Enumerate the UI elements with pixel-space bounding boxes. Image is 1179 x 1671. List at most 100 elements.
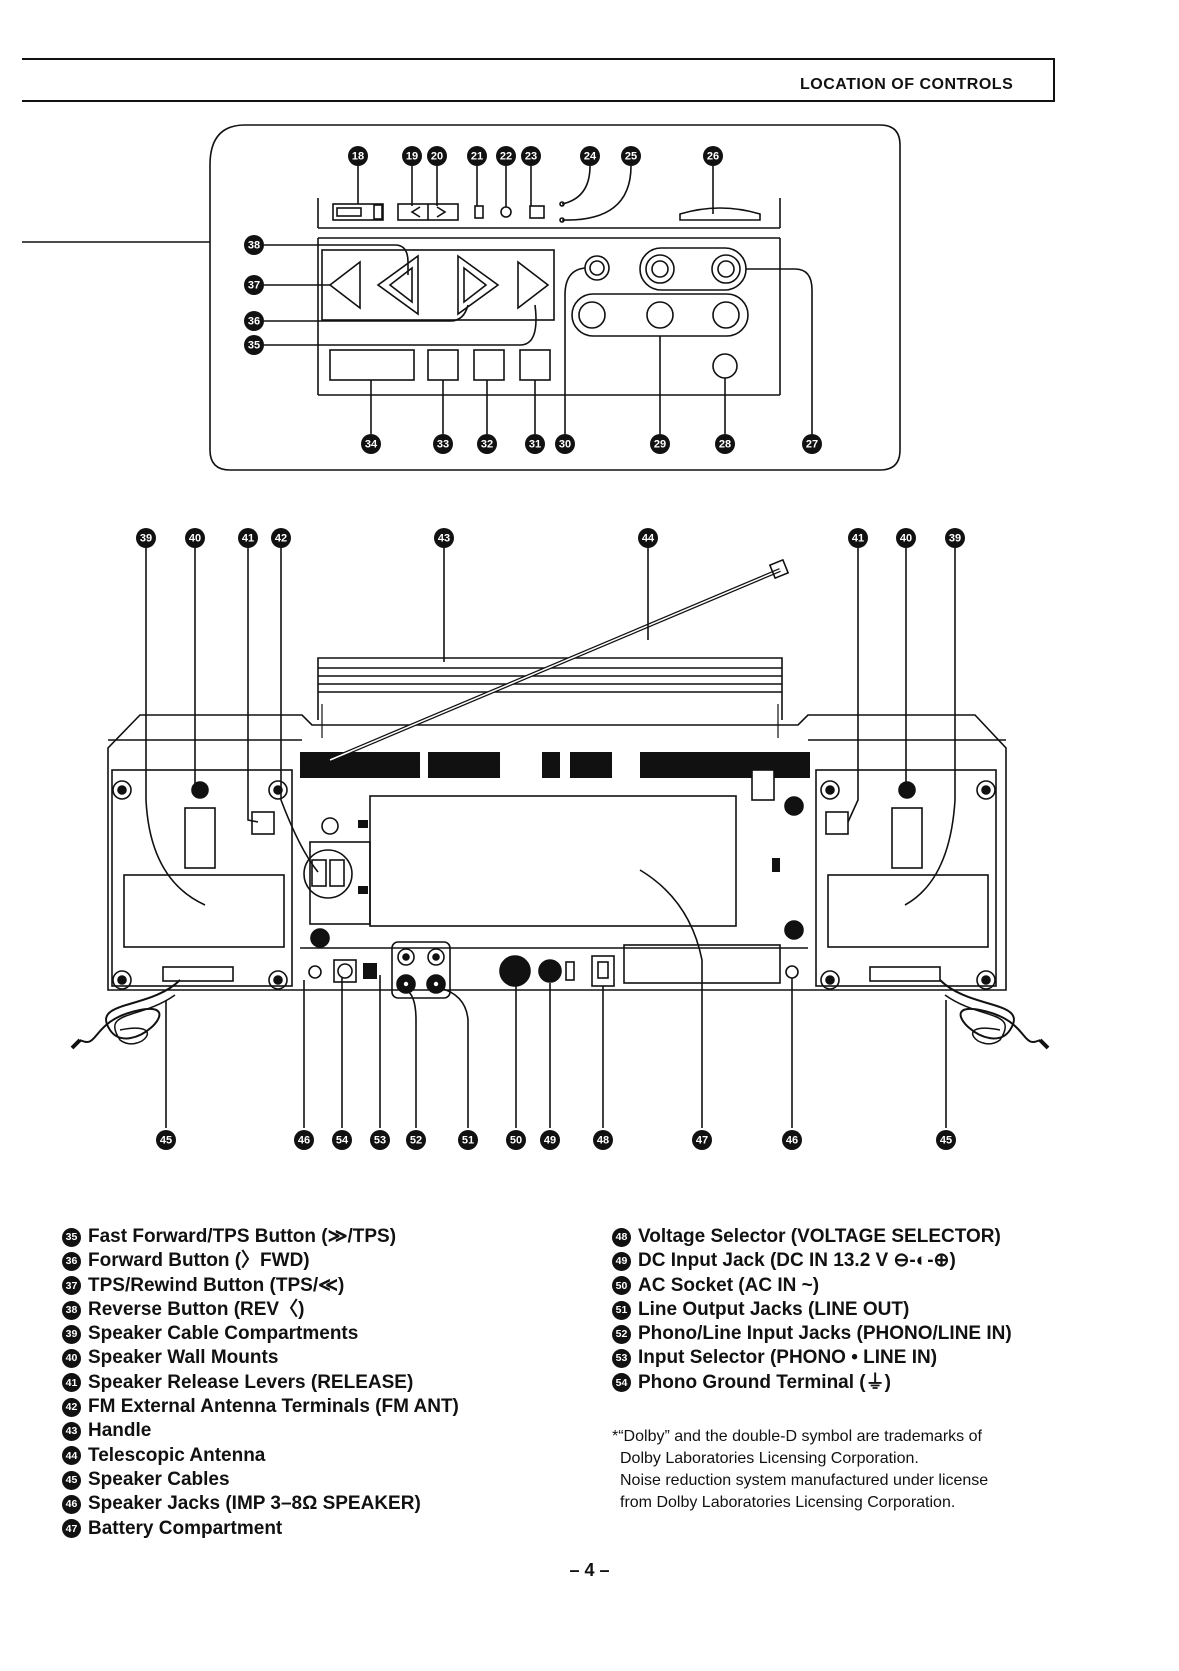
callout-32: 32 xyxy=(477,434,497,454)
svg-text:53: 53 xyxy=(374,1135,386,1147)
callout-34: 34 xyxy=(361,434,381,454)
svg-text:24: 24 xyxy=(584,151,597,163)
number-badge: 45 xyxy=(62,1470,81,1490)
callout-37: 37 xyxy=(244,275,264,295)
callout-39: 39 xyxy=(945,528,965,548)
number-badge: 43 xyxy=(62,1422,81,1442)
svg-text:32: 32 xyxy=(481,439,493,451)
svg-text:54: 54 xyxy=(336,1135,349,1147)
callout-25: 25 xyxy=(621,146,641,166)
svg-text:51: 51 xyxy=(462,1135,474,1147)
header-top-rule xyxy=(22,58,1055,60)
legend-label: FM External Antenna Terminals (FM ANT) xyxy=(88,1396,459,1418)
dolby-trademark-note: *“Dolby” and the double-D symbol are tra… xyxy=(612,1426,988,1514)
svg-text:27: 27 xyxy=(806,439,818,451)
callout-46: 46 xyxy=(294,1130,314,1150)
legend-label: Forward Button (〉FWD) xyxy=(88,1250,310,1272)
number-badge: 54 xyxy=(612,1373,631,1393)
legend-item-43: 43 Handle xyxy=(62,1419,459,1443)
svg-text:48: 48 xyxy=(597,1135,609,1147)
legend-label: Handle xyxy=(88,1420,152,1442)
callout-36: 36 xyxy=(244,311,264,331)
svg-text:34: 34 xyxy=(365,439,378,451)
callout-48: 48 xyxy=(593,1130,613,1150)
rear-view-figure xyxy=(70,548,1050,1128)
svg-text:46: 46 xyxy=(298,1135,310,1147)
svg-text:30: 30 xyxy=(559,439,571,451)
svg-text:31: 31 xyxy=(529,439,541,451)
legend-label: Speaker Cables xyxy=(88,1468,230,1490)
svg-text:35: 35 xyxy=(248,340,260,352)
legend-label: AC Socket (AC IN ~) xyxy=(638,1274,820,1296)
svg-text:40: 40 xyxy=(900,533,912,545)
callout-24: 24 xyxy=(580,146,600,166)
note-line: Noise reduction system manufactured unde… xyxy=(620,1472,989,1489)
svg-text:40: 40 xyxy=(189,533,201,545)
callout-40: 40 xyxy=(185,528,205,548)
legend-item-45: 45 Speaker Cables xyxy=(62,1468,459,1492)
svg-text:39: 39 xyxy=(949,533,961,545)
callout-53: 53 xyxy=(370,1130,390,1150)
page-title: LOCATION OF CONTROLS xyxy=(800,76,1014,93)
callout-51: 51 xyxy=(458,1130,478,1150)
number-badge: 48 xyxy=(612,1227,631,1247)
svg-text:45: 45 xyxy=(160,1135,172,1147)
svg-text:23: 23 xyxy=(525,151,537,163)
svg-text:46: 46 xyxy=(786,1135,798,1147)
note-line: *“Dolby” and the double-D symbol are tra… xyxy=(612,1428,982,1445)
number-badge: 50 xyxy=(612,1276,631,1296)
svg-text:52: 52 xyxy=(410,1135,422,1147)
legend-item-46: 46 Speaker Jacks (IMP 3–8Ω SPEAKER) xyxy=(62,1492,459,1516)
svg-text:41: 41 xyxy=(852,533,864,545)
number-badge: 46 xyxy=(62,1494,81,1514)
legend-label: Telescopic Antenna xyxy=(88,1444,266,1466)
callout-49: 49 xyxy=(540,1130,560,1150)
callout-26: 26 xyxy=(703,146,723,166)
svg-text:43: 43 xyxy=(438,533,450,545)
number-badge: 42 xyxy=(62,1397,81,1417)
callout-33: 33 xyxy=(433,434,453,454)
svg-text:19: 19 xyxy=(406,151,418,163)
callout-21: 21 xyxy=(467,146,487,166)
callout-41: 41 xyxy=(848,528,868,548)
number-badge: 39 xyxy=(62,1324,81,1344)
legend-label: Speaker Cable Compartments xyxy=(88,1323,359,1345)
callout-52: 52 xyxy=(406,1130,426,1150)
svg-text:25: 25 xyxy=(625,151,637,163)
svg-text:36: 36 xyxy=(248,316,260,328)
number-badge: 49 xyxy=(612,1251,631,1271)
svg-text:26: 26 xyxy=(707,151,719,163)
legend-right: 48 Voltage Selector (VOLTAGE SELECTOR) 49… xyxy=(612,1225,1012,1395)
legend-item-48: 48 Voltage Selector (VOLTAGE SELECTOR) xyxy=(612,1225,1012,1249)
number-badge: 53 xyxy=(612,1349,631,1369)
callout-23: 23 xyxy=(521,146,541,166)
svg-text:47: 47 xyxy=(696,1135,708,1147)
legend-label: Reverse Button (REV〈) xyxy=(88,1298,305,1320)
svg-text:49: 49 xyxy=(544,1135,556,1147)
legend-label: Speaker Jacks (IMP 3–8Ω SPEAKER) xyxy=(88,1493,421,1515)
header-bottom-rule xyxy=(22,100,1055,102)
callout-28: 28 xyxy=(715,434,735,454)
callout-35: 35 xyxy=(244,335,264,355)
callout-31: 31 xyxy=(525,434,545,454)
number-badge: 41 xyxy=(62,1373,81,1393)
legend-item-39: 39 Speaker Cable Compartments xyxy=(62,1322,459,1346)
legend-label: Voltage Selector (VOLTAGE SELECTOR) xyxy=(638,1226,1001,1247)
callout-43: 43 xyxy=(434,528,454,548)
callout-41: 41 xyxy=(238,528,258,548)
header-right-rule xyxy=(1053,58,1055,102)
svg-text:22: 22 xyxy=(500,151,512,163)
svg-text:29: 29 xyxy=(654,439,666,451)
svg-text:38: 38 xyxy=(248,240,260,252)
legend-label: Battery Compartment xyxy=(88,1517,283,1539)
